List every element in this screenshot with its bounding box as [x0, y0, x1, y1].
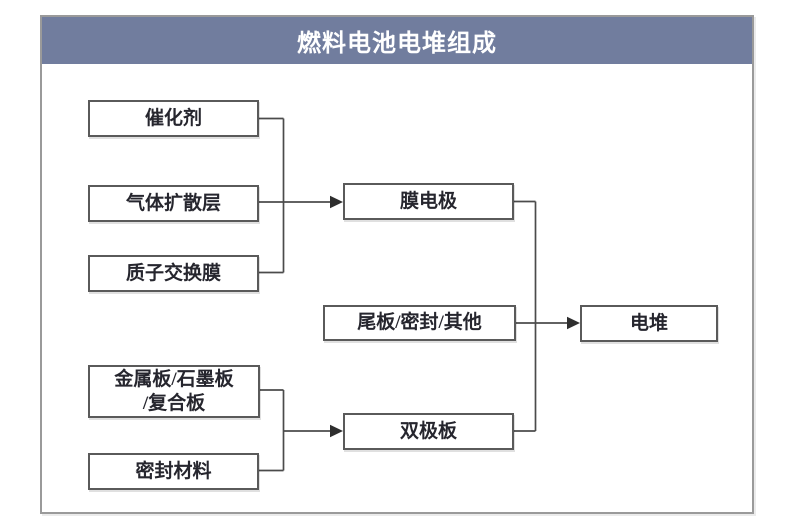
node-membrane-electrode: 膜电极 [343, 183, 514, 220]
node-catalyst: 催化剂 [88, 100, 259, 137]
node-endplate-seal-other: 尾板/密封/其他 [323, 305, 516, 341]
node-metal-graphite-composite-plate: 金属板/石墨板 /复合板 [88, 365, 260, 418]
page-title: 燃料电池电堆组成 [297, 30, 497, 57]
node-bipolar-plate: 双极板 [343, 413, 514, 450]
node-gas-diffusion-layer: 气体扩散层 [88, 185, 259, 222]
node-stack: 电堆 [580, 305, 718, 342]
title-bar: 燃料电池电堆组成 [42, 17, 752, 64]
node-proton-exchange-membrane: 质子交换膜 [88, 255, 259, 292]
node-sealing-material: 密封材料 [88, 453, 259, 490]
